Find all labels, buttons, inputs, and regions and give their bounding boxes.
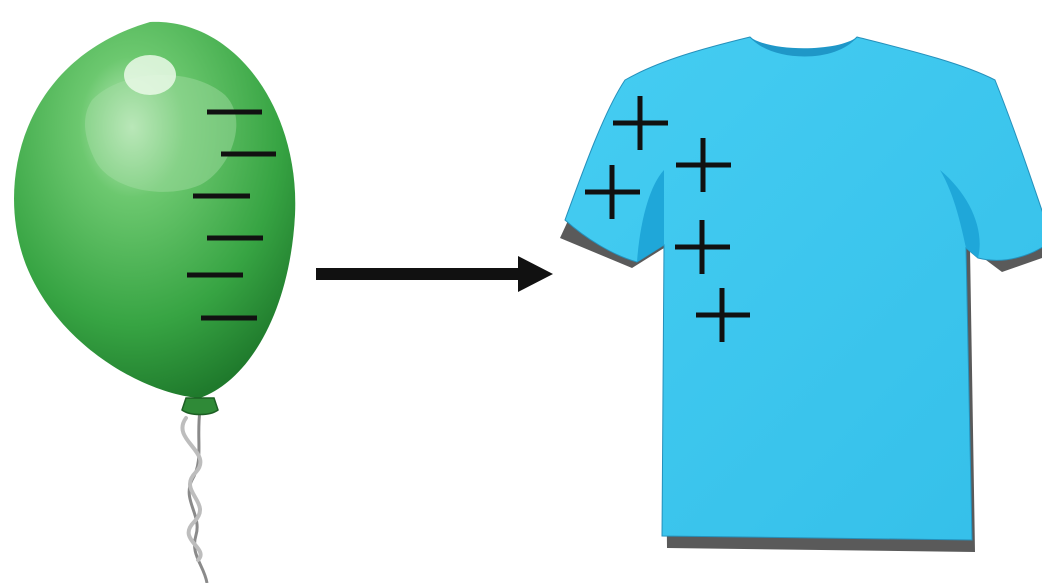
balloon — [14, 22, 295, 583]
balloon-knot — [182, 398, 218, 415]
arrow-head — [518, 256, 553, 292]
tshirt — [560, 37, 1042, 552]
transfer-arrow — [316, 256, 553, 292]
arrow-shaft — [316, 268, 522, 280]
balloon-highlight — [124, 55, 176, 95]
